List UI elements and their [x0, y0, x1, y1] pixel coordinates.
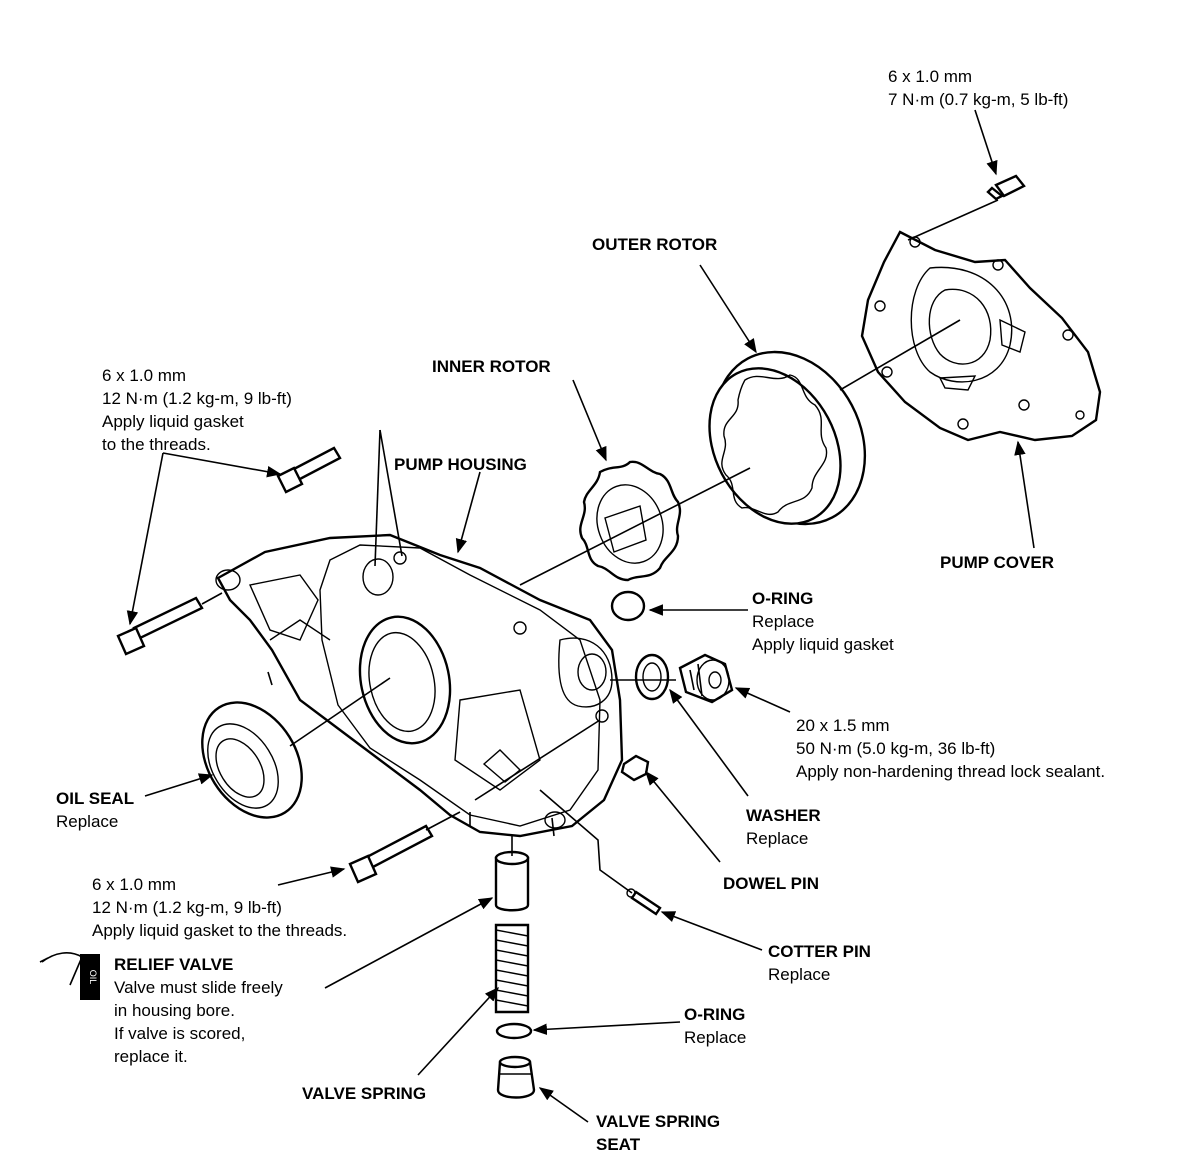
- cotter-pin-callout: COTTER PIN Replace: [768, 942, 871, 984]
- pump-housing-label: PUMP HOUSING: [394, 455, 527, 474]
- oil-seal-callout: OIL SEAL Replace: [56, 789, 135, 831]
- pump-cover: [860, 230, 1102, 442]
- housing-bolt-upper-note-1: Apply liquid gasket: [102, 412, 244, 431]
- housing-bolt-lower: [348, 824, 434, 884]
- washer: [634, 653, 670, 701]
- dowel-pin-label: DOWEL PIN: [723, 874, 820, 893]
- o-ring-upper: [610, 590, 646, 622]
- housing-bolt-upper-torque: 12 N·m (1.2 kg-m, 9 lb-ft): [102, 389, 292, 408]
- outer-rotor-label: OUTER ROTOR: [592, 235, 718, 254]
- cover-screw: [907, 174, 1026, 241]
- housing-bolt-upper-short: [276, 446, 342, 494]
- relief-valve-callout: RELIEF VALVE Valve must slide freely in …: [114, 955, 283, 1066]
- cover-bolt-size: 6 x 1.0 mm: [888, 67, 973, 86]
- housing-bolt-lower-note: Apply liquid gasket to the threads.: [92, 921, 348, 940]
- relief-plug-size: 20 x 1.5 mm: [796, 716, 890, 735]
- inner-rotor: [579, 460, 682, 582]
- leader-arrows: [126, 109, 1035, 1123]
- cover-bolt-callout: 6 x 1.0 mm 7 N·m (0.7 kg-m, 5 lb-ft): [888, 65, 1068, 111]
- dowel-pin: [620, 754, 650, 782]
- valve-spring-seat: [496, 1055, 536, 1099]
- relief-plug-callout: 20 x 1.5 mm 50 N·m (5.0 kg-m, 36 lb-ft) …: [796, 714, 1105, 783]
- pump-housing: [215, 533, 624, 838]
- oil-can-icon-label: OIL: [88, 970, 98, 985]
- oil-seal: [201, 701, 303, 819]
- relief-valve-plug: [678, 653, 734, 704]
- cover-bolt-torque: 7 N·m (0.7 kg-m, 5 lb-ft): [888, 90, 1069, 109]
- o-ring-lower: [495, 1022, 533, 1040]
- cotter-pin: [626, 888, 662, 916]
- assembly-lines: [289, 319, 961, 894]
- oil-can-icon: OIL: [39, 952, 100, 1000]
- housing-bolt-upper-callout: 6 x 1.0 mm 12 N·m (1.2 kg-m, 9 lb-ft) Ap…: [102, 364, 292, 456]
- relief-valve: [494, 850, 530, 912]
- relief-plug-torque: 50 N·m (5.0 kg-m, 36 lb-ft): [796, 739, 996, 758]
- o-ring-upper-callout: O-RING Replace Apply liquid gasket: [752, 589, 894, 654]
- housing-bolt-lower-torque: 12 N·m (1.2 kg-m, 9 lb-ft): [92, 898, 282, 917]
- relief-plug-note: Apply non-hardening thread lock sealant.: [796, 762, 1106, 781]
- outer-rotor: [708, 350, 867, 526]
- valve-spring-seat-label: VALVE SPRING SEAT: [596, 1112, 721, 1154]
- o-ring-lower-callout: O-RING Replace: [684, 1005, 747, 1047]
- pump-cover-label: PUMP COVER: [940, 553, 1054, 572]
- valve-spring: [494, 923, 530, 1014]
- housing-bolt-lower-callout: 6 x 1.0 mm 12 N·m (1.2 kg-m, 9 lb-ft) Ap…: [92, 873, 347, 942]
- housing-bolt-upper-size: 6 x 1.0 mm: [102, 366, 187, 385]
- inner-rotor-label: INNER ROTOR: [432, 357, 551, 376]
- washer-callout: WASHER Replace: [746, 806, 821, 848]
- valve-spring-label: VALVE SPRING: [302, 1084, 427, 1103]
- housing-bolt-lower-size: 6 x 1.0 mm: [92, 875, 177, 894]
- housing-bolt-upper-long: [116, 592, 223, 656]
- housing-bolt-upper-note-2: to the threads.: [102, 435, 211, 454]
